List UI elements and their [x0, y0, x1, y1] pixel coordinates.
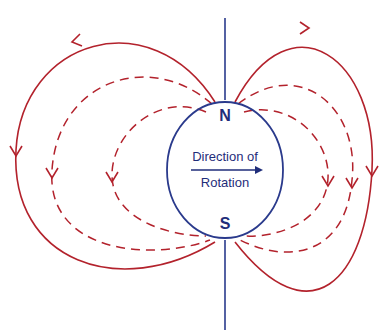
rotation-arrow-head: [255, 166, 263, 174]
arrow-head: [10, 146, 22, 156]
axis-line: [224, 18, 226, 100]
field-line: [112, 107, 206, 236]
field-line: [52, 77, 212, 250]
ellipse-shape: [167, 102, 283, 238]
arrow-head: [72, 34, 82, 46]
pole-label: N: [205, 106, 245, 126]
field-line: [235, 47, 372, 291]
rotation-arrow: [191, 169, 257, 171]
field-line: [16, 43, 215, 269]
arrow-head: [106, 172, 118, 182]
field-line: [244, 110, 328, 236]
arrow-head: [322, 176, 334, 186]
field-line: [238, 85, 353, 252]
arrow-head: [46, 168, 58, 178]
axis-line: [224, 240, 226, 330]
arrow-head: [300, 22, 309, 34]
arrow-head: [366, 166, 378, 176]
pole-label: S: [205, 214, 245, 234]
rotation-label: Direction of Rotation: [179, 144, 271, 196]
arrow-head: [346, 178, 358, 188]
earth-ellipse: N Direction of RotationS: [165, 100, 285, 240]
